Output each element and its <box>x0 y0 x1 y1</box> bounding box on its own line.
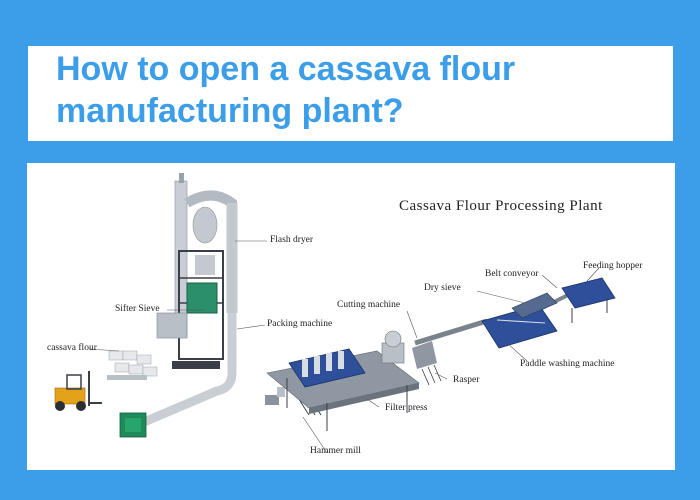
label-dry-sieve: Dry sieve <box>424 283 461 293</box>
sifter-frame <box>156 250 224 369</box>
filter-press <box>288 348 366 388</box>
leader-lines <box>88 240 600 454</box>
label-rasper: Rasper <box>453 375 480 385</box>
forklift <box>54 371 102 411</box>
label-paddle-washing-machine: Paddle washing machine <box>520 359 615 369</box>
dry-sieve <box>511 292 558 319</box>
headline: How to open a cassava flour manufacturin… <box>56 50 516 130</box>
label-flash-dryer: Flash dryer <box>270 235 314 245</box>
label-filter-press: Filter press <box>385 403 428 413</box>
label-sifter-sieve: Sifter Sieve <box>115 304 160 314</box>
label-cutting-machine: Cutting machine <box>337 300 401 310</box>
plant-drawing <box>54 173 616 454</box>
flour-bags <box>107 350 158 380</box>
plant-title: Cassava Flour Processing Plant <box>399 198 603 214</box>
headline-panel <box>28 46 673 141</box>
green-fan <box>119 412 147 438</box>
label-cassava-flour: cassava flour <box>47 343 97 353</box>
rasper <box>381 330 442 386</box>
plant-illustration: Cassava Flour Processing Plant Flash dry… <box>27 163 675 470</box>
label-packing-machine: Packing machine <box>267 319 333 329</box>
label-hammer-mill: Hammer mill <box>310 446 361 456</box>
label-belt-conveyor: Belt conveyor <box>485 269 539 279</box>
flash-dryer-tower <box>135 173 238 430</box>
label-feeding-hopper: Feeding hopper <box>583 261 643 271</box>
feeding-hopper <box>561 277 616 323</box>
